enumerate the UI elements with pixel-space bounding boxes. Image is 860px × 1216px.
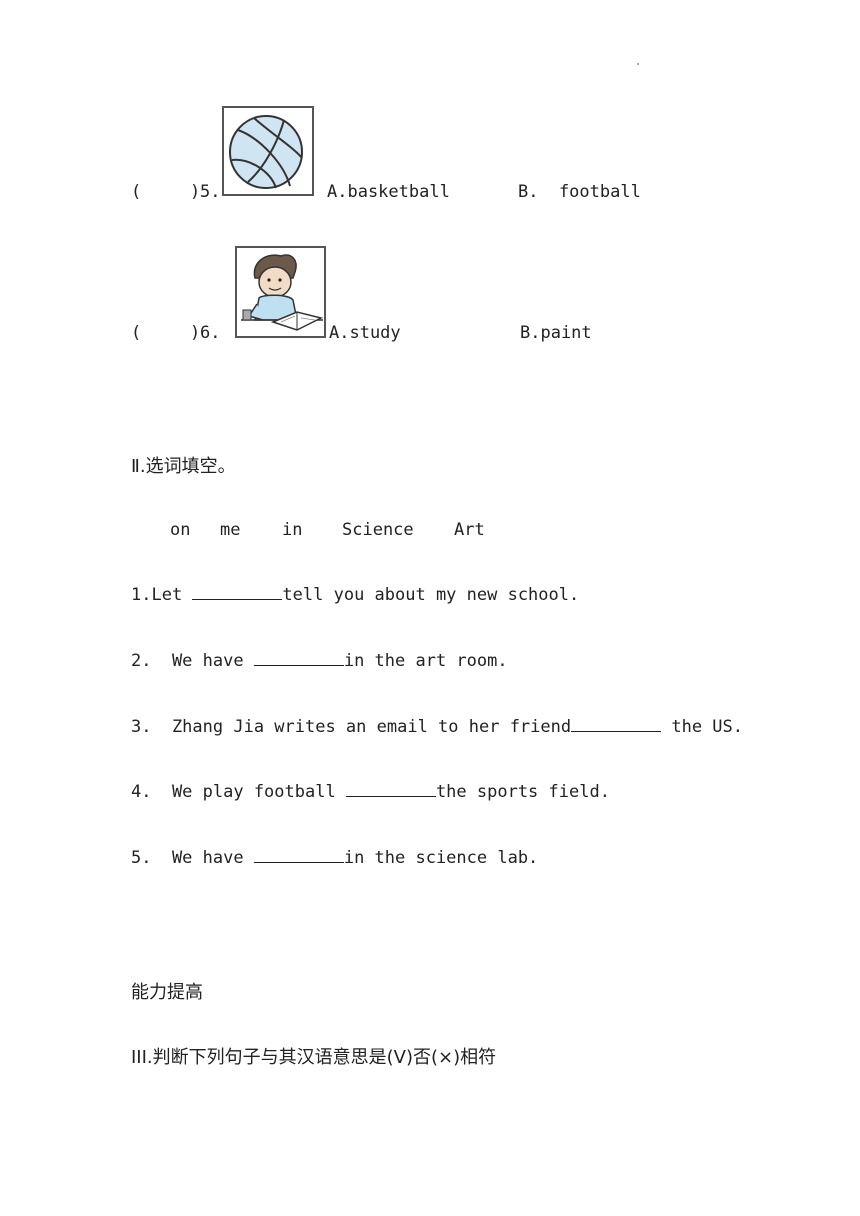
sentence-text: tell you about my new school. xyxy=(282,585,580,605)
part3-heading: III.判断下列句子与其汉语意思是(V)否(×)相符 xyxy=(131,1047,497,1068)
answer-blank[interactable] xyxy=(345,782,436,797)
sentence-text: in the art room. xyxy=(343,651,508,671)
option-a-5: A.basketball xyxy=(327,182,450,202)
sentence-2: 2. We have in the art room. xyxy=(131,651,508,671)
sentence-text: the sports field. xyxy=(435,782,610,802)
sentence-5: 5. We have in the science lab. xyxy=(131,848,538,868)
word-bank-item: in xyxy=(282,520,303,540)
basketball-icon xyxy=(229,115,303,189)
sentence-4: 4. We play football the sports field. xyxy=(131,782,610,802)
question-number-6: 6. xyxy=(200,323,221,343)
sentence-text: in the science lab. xyxy=(343,848,539,868)
sentence-text: the US. xyxy=(661,717,743,737)
speck-mark xyxy=(637,63,639,65)
section-title: 能力提高 xyxy=(131,982,203,1003)
boy-studying-picture xyxy=(235,246,326,338)
option-b-5: B. football xyxy=(518,182,641,202)
answer-paren-close-6: ) xyxy=(190,323,201,343)
word-bank-item: on xyxy=(170,520,191,540)
word-bank-item: me xyxy=(220,520,241,540)
answer-blank[interactable] xyxy=(192,585,283,600)
sentence-3: 3. Zhang Jia writes an email to her frie… xyxy=(131,717,743,737)
sentence-text: 5. We have xyxy=(131,848,254,868)
sentence-text: 3. Zhang Jia writes an email to her frie… xyxy=(131,717,572,737)
sentence-text: 4. We play football xyxy=(131,782,346,802)
sentence-text: 1.Let xyxy=(131,585,193,605)
answer-paren-close-5: ) xyxy=(190,182,201,202)
answer-blank[interactable] xyxy=(571,717,662,732)
option-b-6: B.paint xyxy=(520,323,592,343)
word-bank-item: Science xyxy=(342,520,414,540)
boy-studying-icon xyxy=(241,254,324,331)
basketball-picture xyxy=(222,106,314,196)
option-a-6: A.study xyxy=(329,323,401,343)
answer-paren-open-6: ( xyxy=(131,323,142,343)
answer-blank[interactable] xyxy=(253,651,344,666)
answer-blank[interactable] xyxy=(253,848,344,863)
answer-paren-open-5: ( xyxy=(131,182,142,202)
question-number-5: 5. xyxy=(200,182,221,202)
sentence-text: 2. We have xyxy=(131,651,254,671)
word-bank-item: Art xyxy=(454,520,485,540)
part2-heading: Ⅱ.选词填空。 xyxy=(131,456,236,477)
sentence-1: 1.Let tell you about my new school. xyxy=(131,585,579,605)
